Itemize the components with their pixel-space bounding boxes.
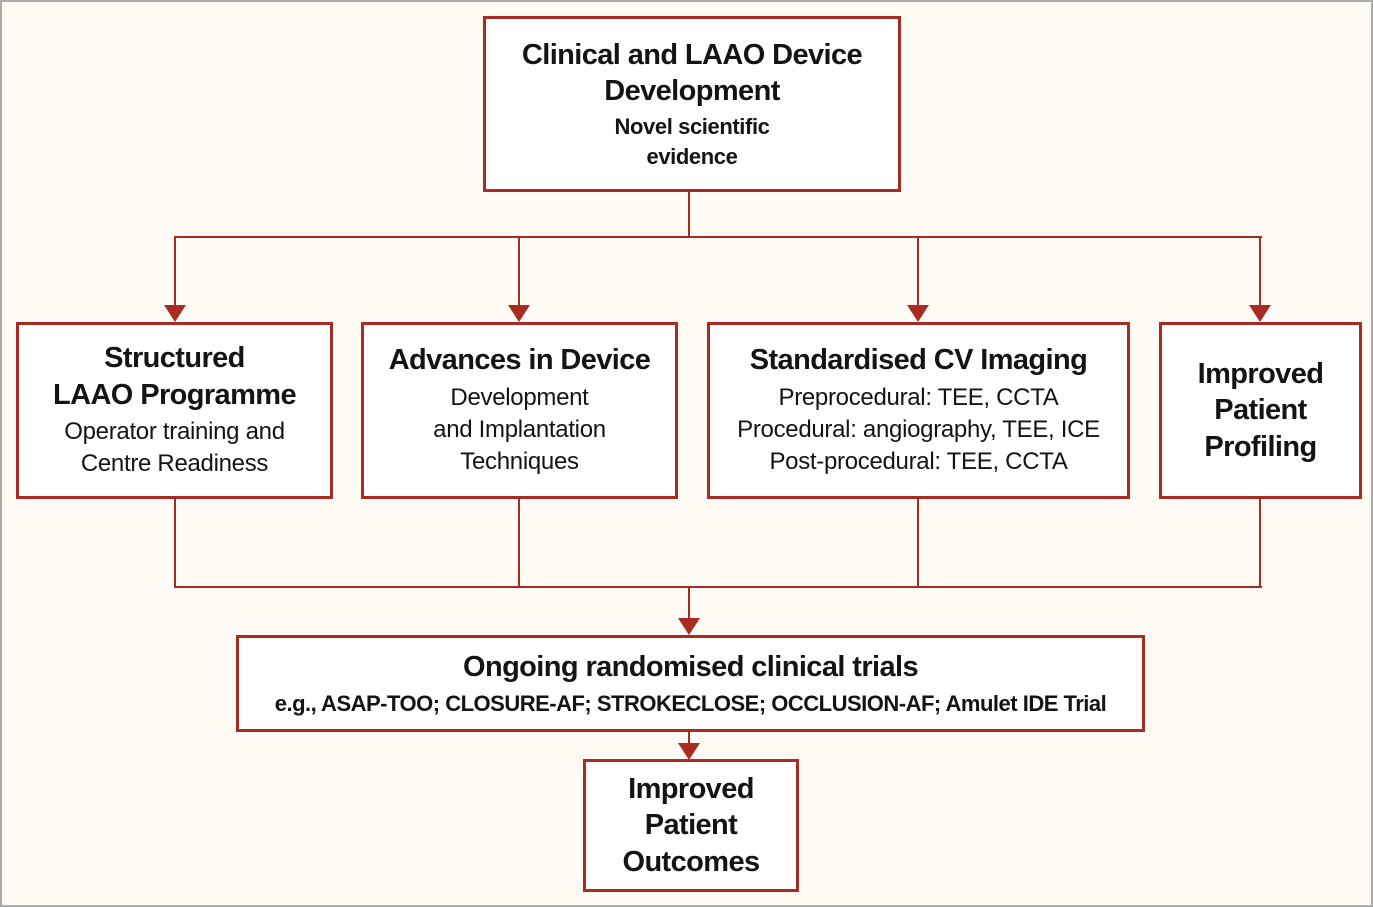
improved-patient-outcomes-box: Improved Patient Outcomes [583,759,799,892]
arrowhead-drop-1 [164,305,186,322]
box-title: Advances in Device [388,344,651,377]
box-subtitle: Preprocedural: TEE, CCTA Procedural: ang… [737,383,1100,476]
connector-rise-1 [174,498,176,588]
box-subtitle: Operator training and Centre Readiness [64,417,285,478]
connector-rise-3 [917,498,919,588]
box-subtitle: Development and Implantation Techniques [433,383,606,476]
box-title: Standardised CV Imaging [749,344,1088,377]
clinical-laao-device-development-box: Clinical and LAAO Device Development Nov… [483,16,901,192]
connector-top-stem [688,191,690,238]
connector-drop-2 [518,236,520,307]
arrowhead-drop-4 [1249,305,1271,322]
standardised-cv-imaging-box: Standardised CV Imaging Preprocedural: T… [707,322,1130,499]
box-title: Ongoing randomised clinical trials [463,650,919,683]
structured-laao-programme-box: Structured LAAO Programme Operator train… [16,322,333,499]
ongoing-randomised-clinical-trials-box: Ongoing randomised clinical trials e.g.,… [236,635,1145,732]
connector-bottom-rail [174,586,1262,588]
connector-drop-1 [174,236,176,307]
connector-top-rail [174,236,1262,238]
arrowhead-drop-3 [907,305,929,322]
improved-patient-profiling-box: Improved Patient Profiling [1159,322,1362,499]
box-subtitle: e.g., ASAP-TOO; CLOSURE-AF; STROKECLOSE;… [274,690,1107,716]
connector-drop-4 [1259,236,1261,307]
box-subtitle: Novel scientific evidence [614,114,770,169]
arrowhead-mid [678,618,700,635]
box-title: Clinical and LAAO Device Development [521,38,863,107]
connector-drop-3 [917,236,919,307]
advances-in-device-box: Advances in Device Development and Impla… [361,322,678,499]
connector-mid-stem [688,586,690,620]
connector-final-stem [688,731,690,746]
connector-rise-4 [1259,498,1261,588]
box-title: Improved Patient Outcomes [622,773,760,878]
box-title: Improved Patient Profiling [1197,358,1324,463]
arrowhead-final [678,743,700,760]
connector-rise-2 [518,498,520,588]
box-title: Structured LAAO Programme [53,342,297,411]
arrowhead-drop-2 [508,305,530,322]
